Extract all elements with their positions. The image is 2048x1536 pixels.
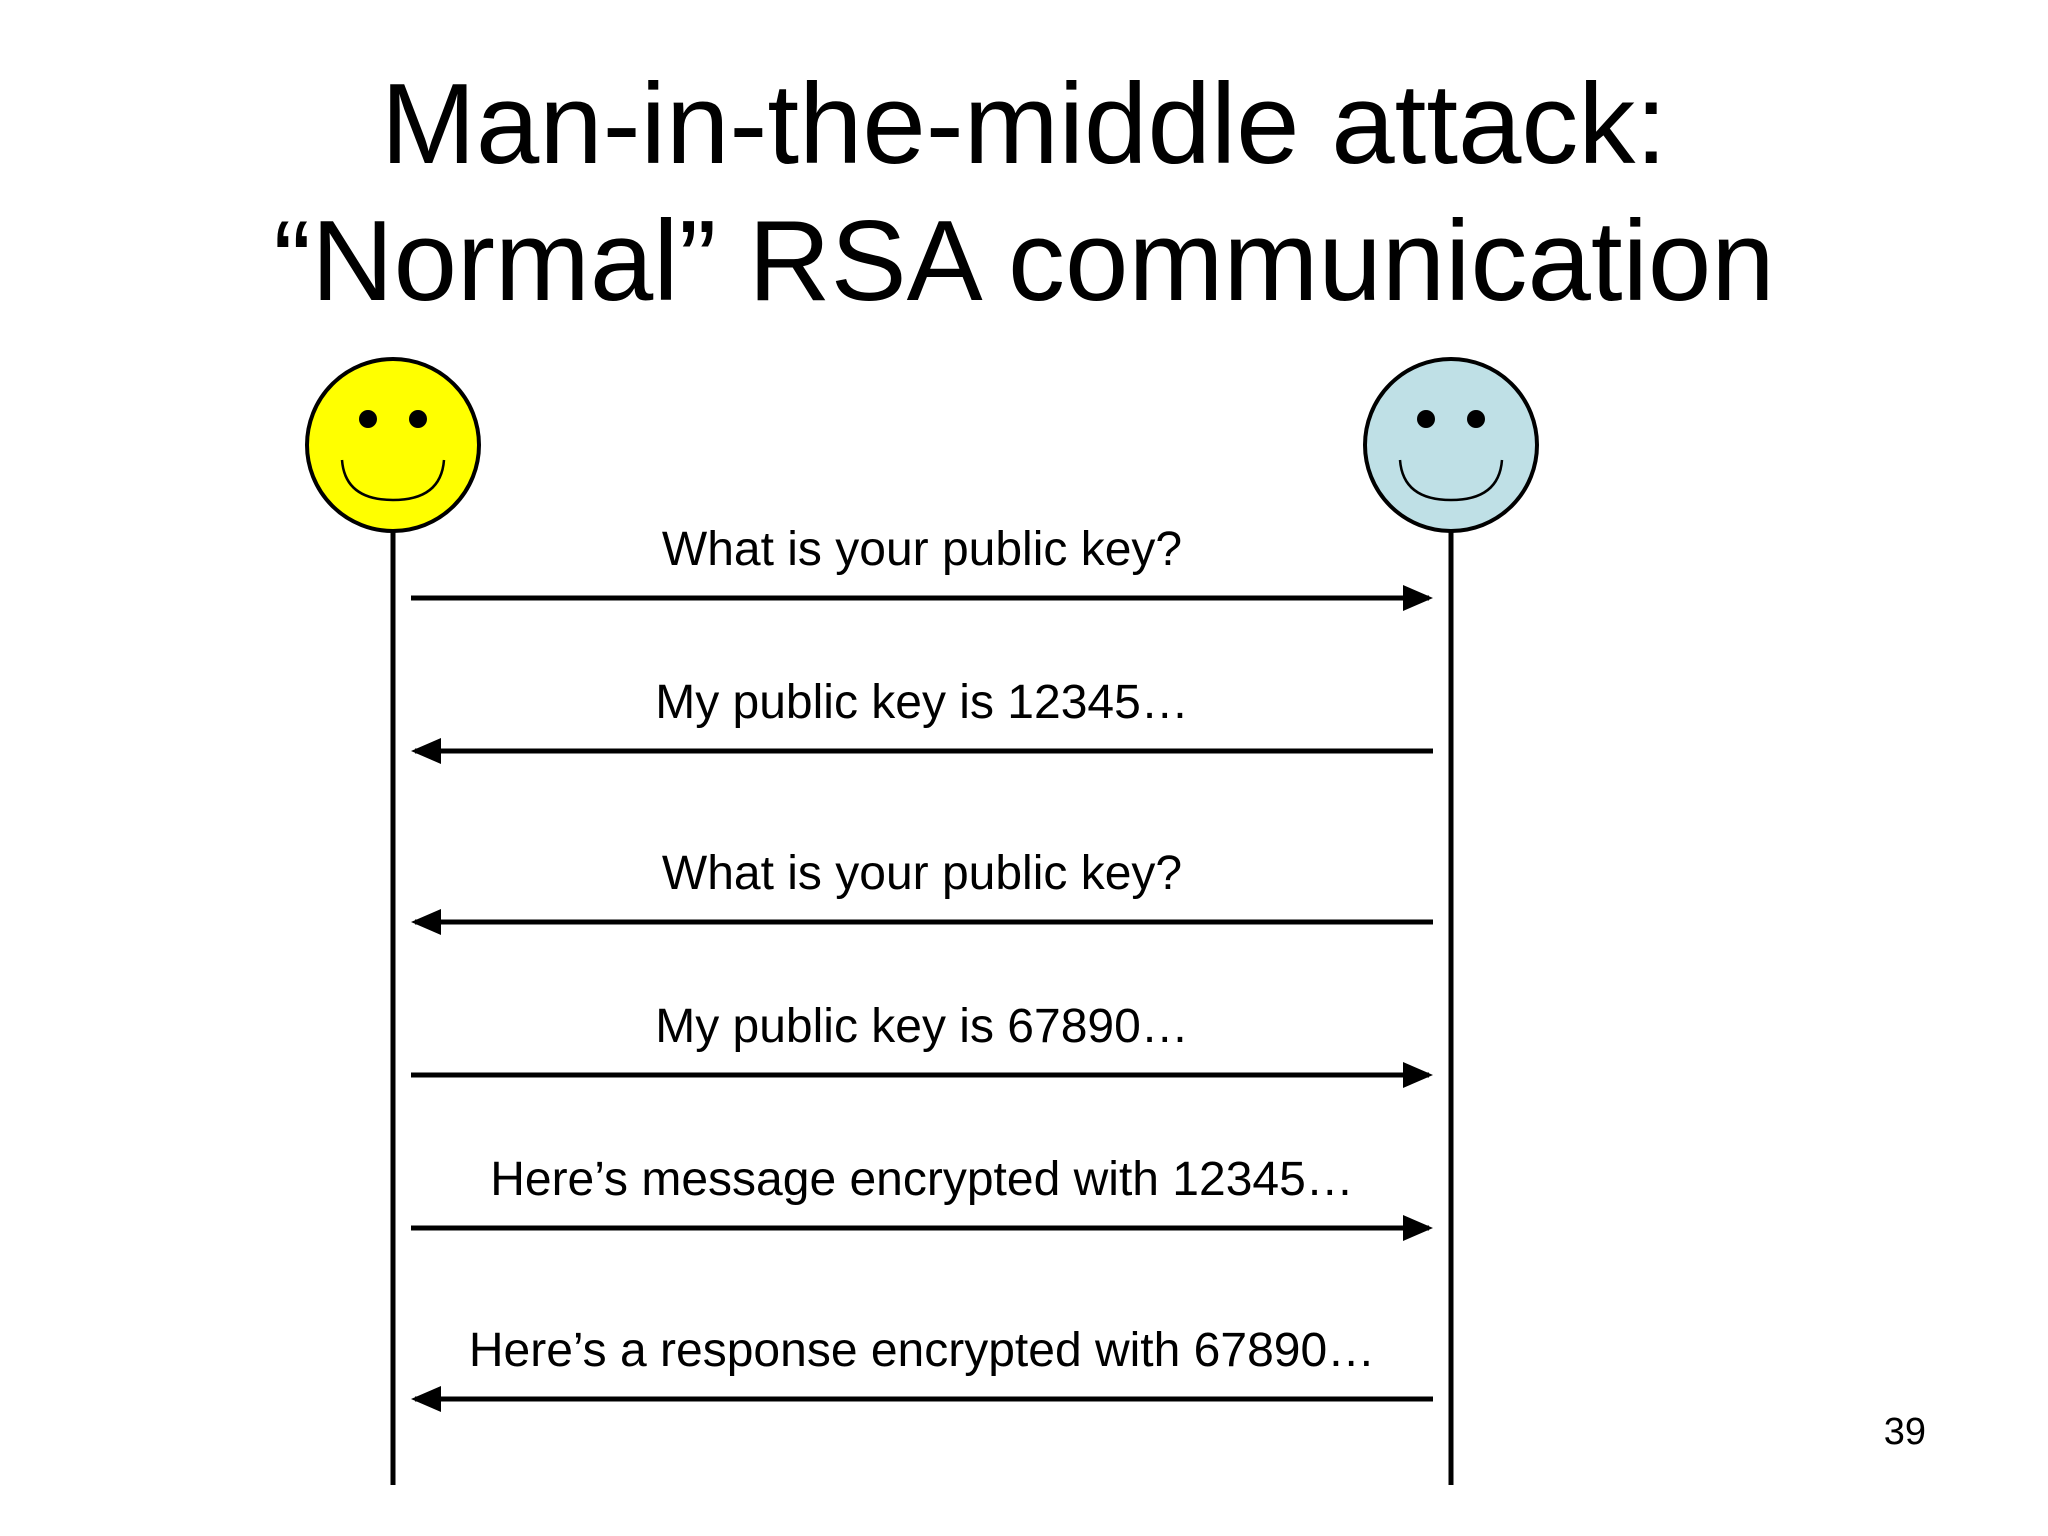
right-person-smiley-icon: [1363, 357, 1539, 533]
message-arrowhead-2: [411, 738, 441, 764]
message-label-5: Here’s message encrypted with 12345…: [490, 1153, 1354, 1206]
message-label-3: What is your public key?: [661, 847, 1183, 900]
slide-title-line-2: “Normal” RSA communication: [273, 198, 1775, 325]
message-label-2: My public key is 12345…: [655, 676, 1189, 729]
message-arrowhead-3: [411, 909, 441, 935]
message-arrowhead-6: [411, 1386, 441, 1412]
message-label-4: My public key is 67890…: [655, 1000, 1189, 1053]
slide-title-line-1: Man-in-the-middle attack:: [380, 61, 1668, 188]
message-label-6: Here’s a response encrypted with 67890…: [468, 1324, 1376, 1377]
message-arrowhead-1: [1403, 585, 1433, 611]
message-arrowhead-5: [1403, 1215, 1433, 1241]
message-label-1: What is your public key?: [661, 523, 1183, 576]
message-arrowhead-4: [1403, 1062, 1433, 1088]
left-person-smiley-icon: [305, 357, 481, 533]
page-number: 39: [1883, 1411, 1926, 1453]
